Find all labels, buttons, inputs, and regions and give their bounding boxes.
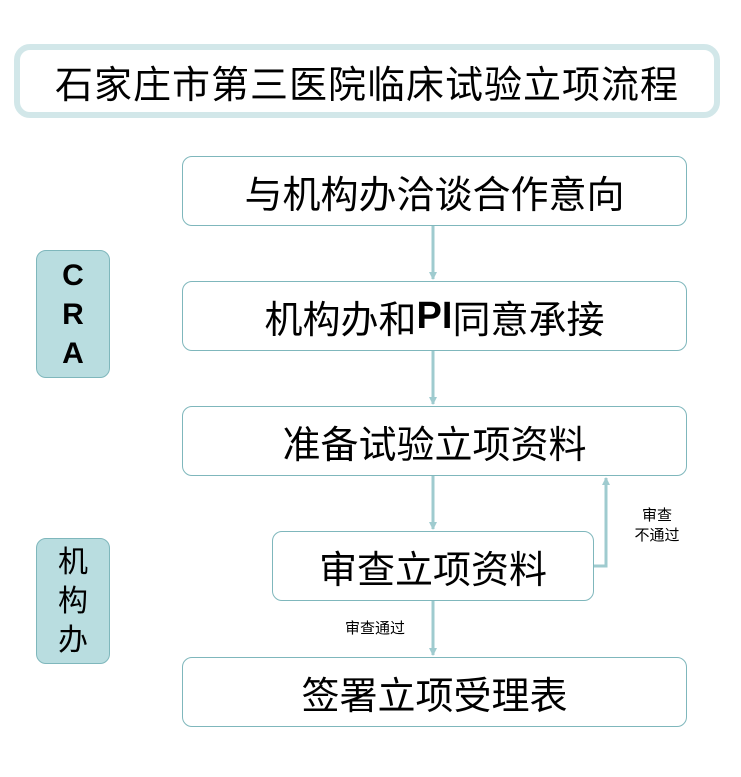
label-review-pass: 审查通过 bbox=[344, 619, 405, 637]
label-review-fail: 审查 不通过 bbox=[621, 505, 693, 546]
role-cra-char: R bbox=[62, 297, 84, 331]
role-cra-char: A bbox=[62, 336, 84, 370]
role-cra: C R A bbox=[36, 250, 110, 378]
step2-text-pre: 机构办和 bbox=[264, 297, 417, 342]
step-review-materials: 审查立项资料 bbox=[272, 531, 594, 601]
role-institution: 机 构 办 bbox=[36, 538, 110, 664]
label-review-fail-line1: 审查 bbox=[641, 506, 672, 524]
step-negotiate-intent: 与机构办洽谈合作意向 bbox=[182, 156, 687, 226]
role-institution-char: 构 bbox=[58, 583, 88, 619]
label-review-fail-line2: 不通过 bbox=[634, 526, 680, 545]
step2-text-pi: PI bbox=[416, 294, 453, 337]
step2-text-post: 同意承接 bbox=[452, 297, 605, 342]
role-institution-char: 机 bbox=[58, 544, 88, 580]
role-cra-char: C bbox=[62, 258, 84, 292]
step-sign-acceptance-form: 签署立项受理表 bbox=[182, 657, 687, 727]
step-prepare-materials: 准备试验立项资料 bbox=[182, 406, 687, 476]
flow-title: 石家庄市第三医院临床试验立项流程 bbox=[14, 44, 720, 118]
role-institution-char: 办 bbox=[58, 622, 88, 658]
arrow-review-fail-loop bbox=[594, 477, 610, 568]
